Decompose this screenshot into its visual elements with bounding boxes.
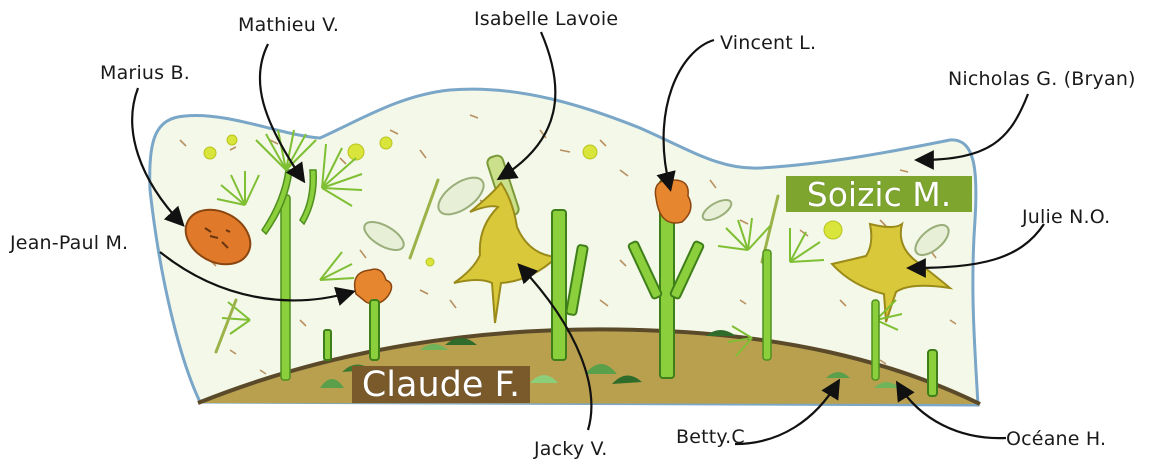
label-jacky: Jacky V. (534, 438, 608, 460)
label-nicholas: Nicholas G. (Bryan) (948, 68, 1136, 90)
label-jean-paul: Jean-Paul M. (10, 232, 128, 254)
label-julie: Julie N.O. (1022, 206, 1110, 228)
label-isabelle: Isabelle Lavoie (474, 8, 618, 30)
label-vincent: Vincent L. (720, 32, 816, 54)
label-mathieu: Mathieu V. (238, 14, 339, 36)
banner-soizic: Soizic M. (786, 176, 972, 212)
label-betty: Betty.C (676, 426, 745, 448)
banner-claude: Claude F. (352, 366, 530, 403)
label-marius: Marius B. (100, 62, 190, 84)
label-oceane: Océane H. (1006, 428, 1106, 450)
